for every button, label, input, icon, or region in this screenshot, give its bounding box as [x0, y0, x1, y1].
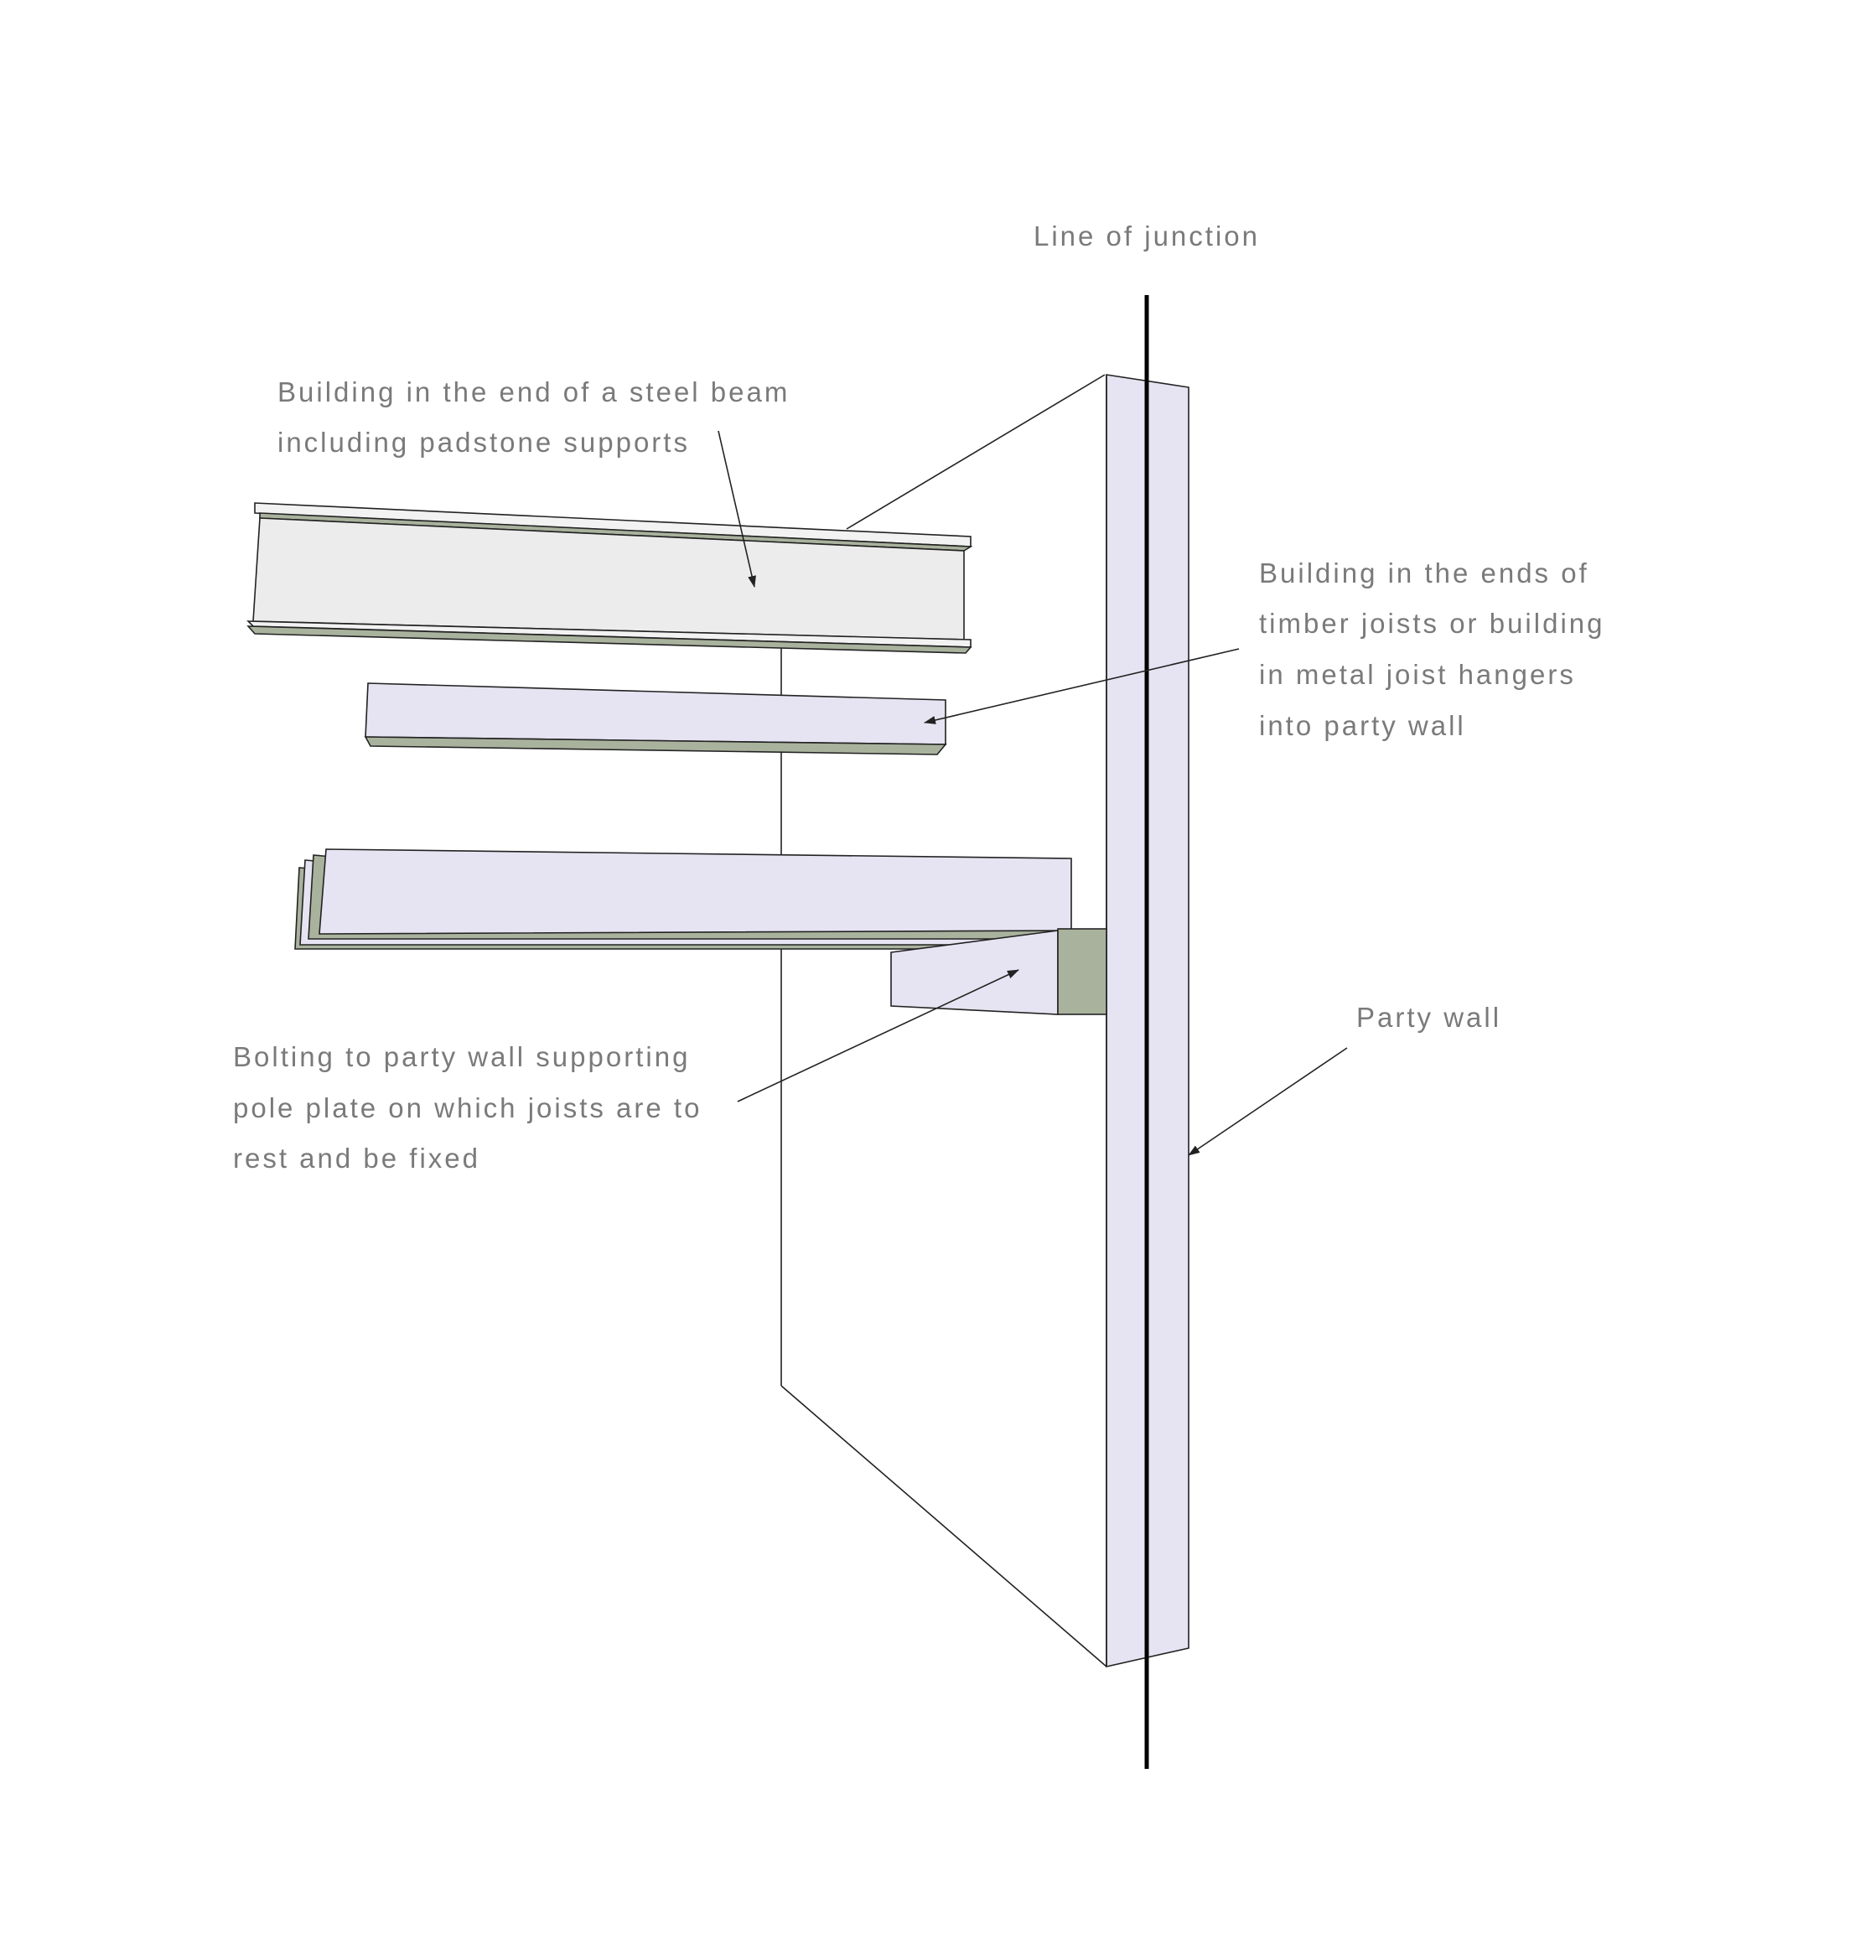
adjoining-wall-outline [780, 374, 1107, 1667]
pole-plate-end [1057, 928, 1107, 1015]
leader-steel-beam [718, 430, 756, 588]
label-pole-plate-line-1: Bolting to party wall supporting [233, 1041, 690, 1072]
timber-joist [364, 682, 947, 755]
joist-stack [294, 848, 1072, 950]
label-pole-plate-line-2: pole plate on which joists are to [233, 1092, 702, 1123]
leader-pole-plate [737, 969, 1019, 1102]
leader-party-wall [1188, 1047, 1348, 1156]
steel-beam [246, 502, 973, 654]
leader-timber-joists [924, 648, 1240, 724]
label-steel-beam: Building in the end of a steel beam incl… [277, 376, 801, 458]
steel-beam-bottom-flange-shadow [246, 625, 972, 654]
timber-joist-underside [364, 736, 947, 755]
label-pole-plate-line-3: rest and be fixed [233, 1143, 480, 1174]
label-steel-beam-line-2: including padstone supports [277, 427, 690, 458]
timber-joist-face [365, 682, 946, 745]
label-timber-joists: Building in the ends of timber joists or… [1259, 557, 1615, 741]
label-timber-joists-line-4: into party wall [1259, 710, 1466, 741]
joist-stack-top-joist [319, 848, 1072, 935]
label-steel-beam-line-1: Building in the end of a steel beam [277, 376, 790, 407]
label-timber-joists-line-1: Building in the ends of [1259, 557, 1589, 589]
pole-plate [890, 928, 1107, 1015]
label-party-wall: Party wall [1356, 1002, 1501, 1033]
label-timber-joists-line-3: in metal joist hangers [1259, 659, 1576, 690]
label-line-of-junction: Line of junction [1034, 220, 1260, 251]
label-timber-joists-line-2: timber joists or building [1259, 608, 1604, 639]
label-pole-plate: Bolting to party wall supporting pole pl… [233, 1041, 713, 1174]
